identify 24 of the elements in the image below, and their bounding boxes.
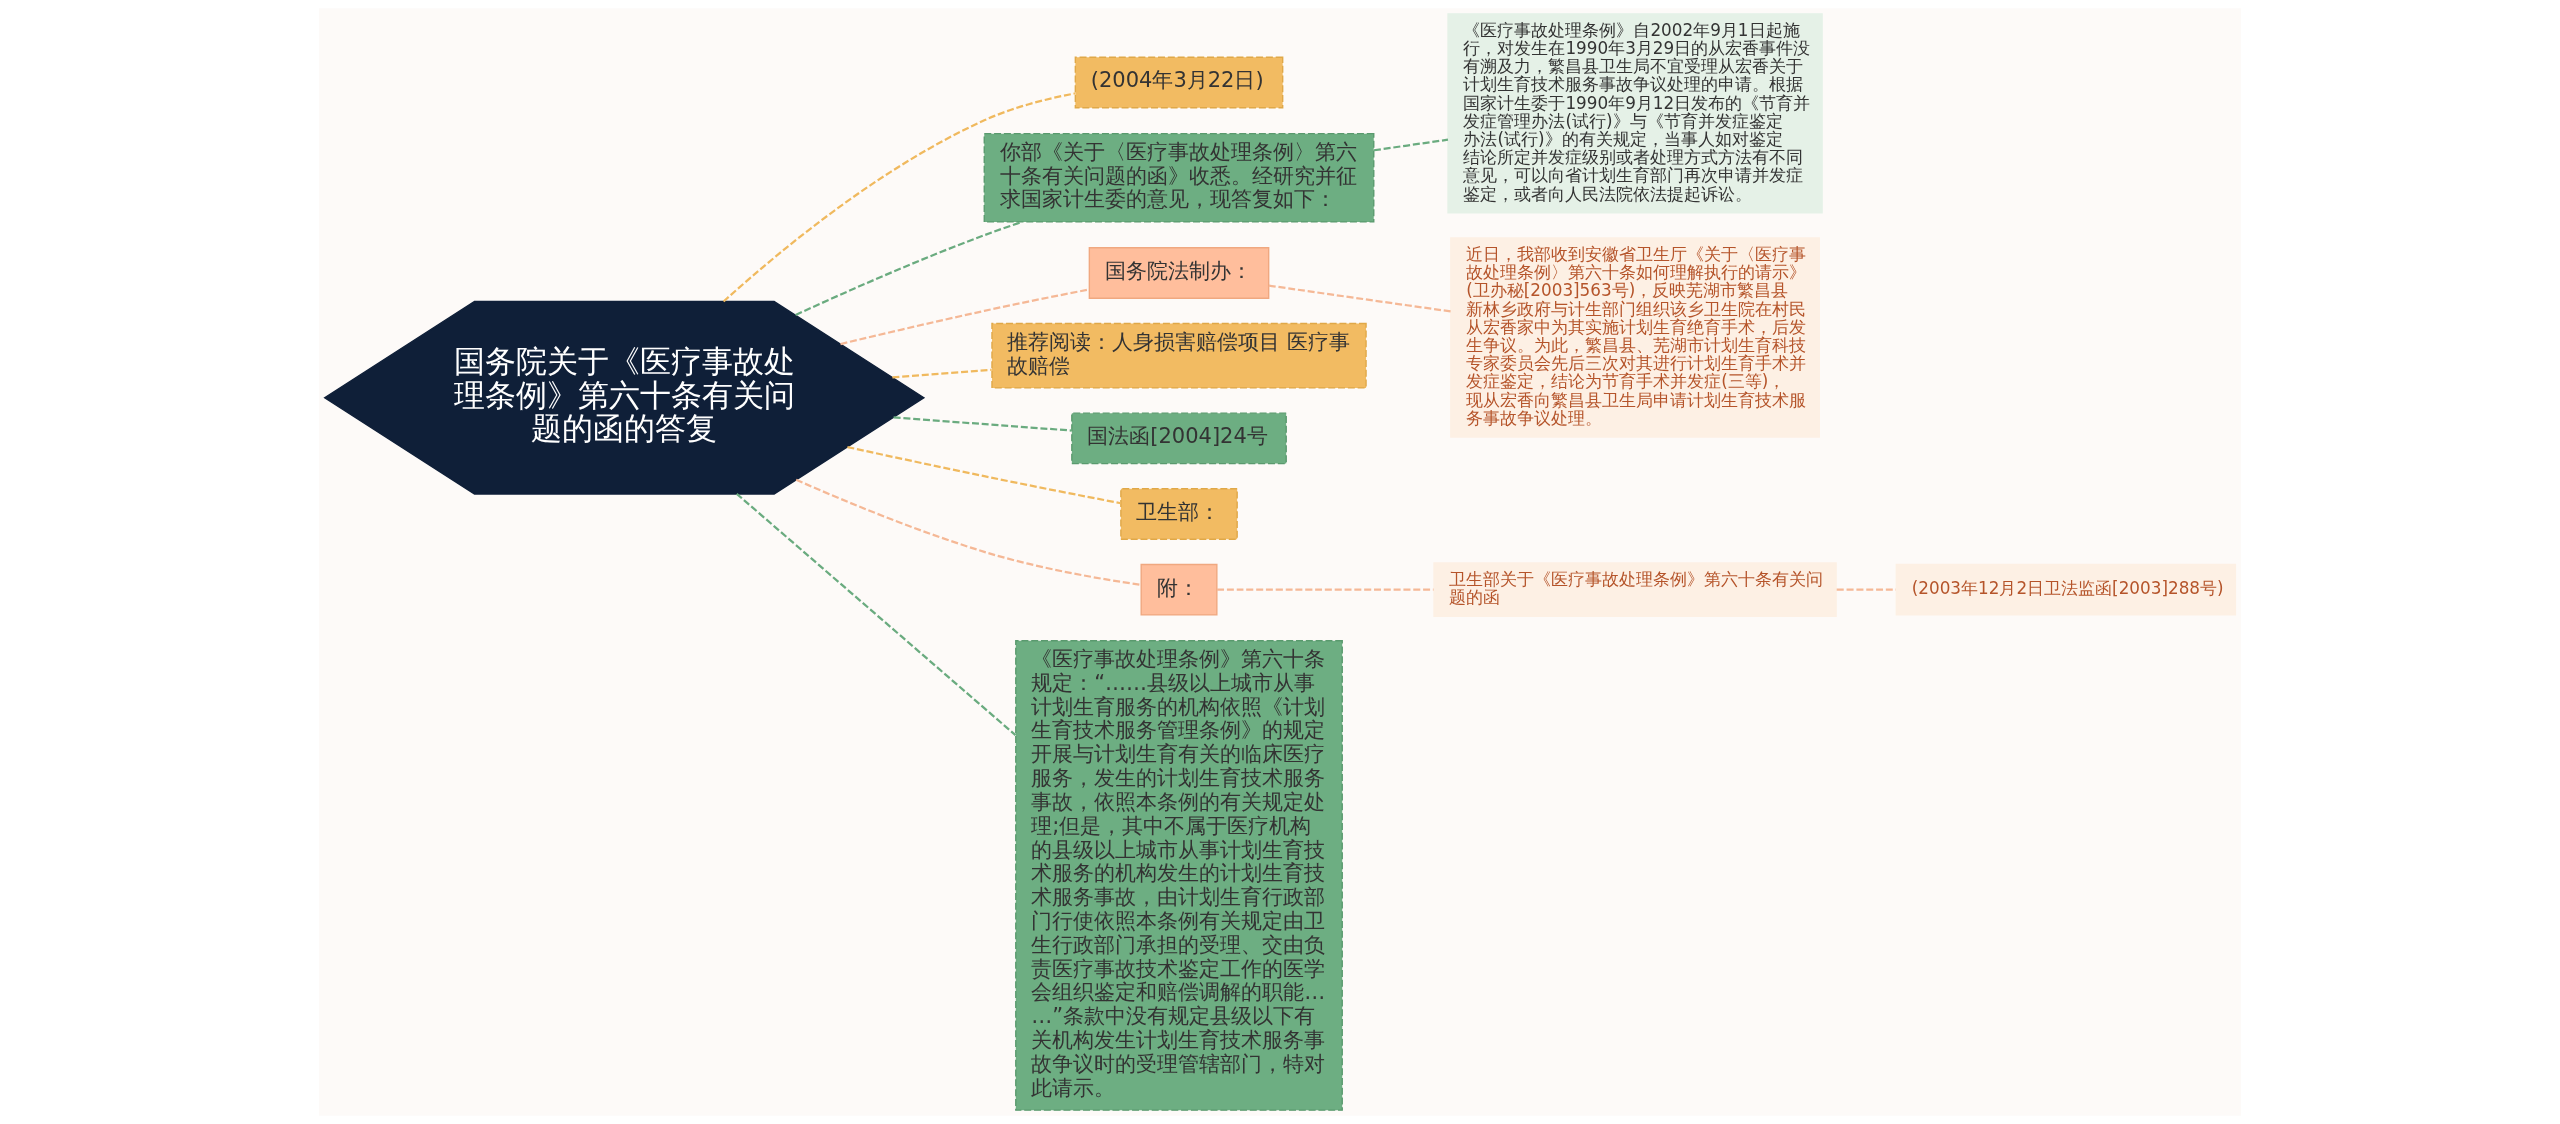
node-box: 国法函[2004]24号 [1071, 412, 1287, 465]
node-box: 《医疗事故处理条例》自2002年9月1日起施行，对发生在1990年3月29日的从宏香事件没有溯及力，繁昌县卫生局不宜受理从宏香关于计划生育技术服务事故争议处理的申请。根据国家计生委于1990年9月12日发布的《节育并发症管理办法(试行)》与《节育并发症鉴定办法(试行)》的有关规定，当事人如对鉴定结论所定并发症级别或者处理方式方法有不同意见，可以向省计划生育部门再次申请并发症鉴定，或者向人民法院依法提起诉讼。 [1447, 13, 1823, 214]
connector [893, 416, 1072, 432]
connector [847, 445, 1122, 505]
node-box: 近日，我部收到安徽省卫生厅《关于〈医疗事故处理条例〉第六十条如何理解执行的请示》(卫办秘[2003]563号)，反映芜湖市繁昌县新林乡政府与计生部门组织该乡卫生院在村民从宏香家中为其实施计划生育绝育手术，后发生争议。为此，繁昌县、芜湖市计划生育科技专家委员会先后三次对其进行计划生育手术并发症鉴定，结论为节育手术并发症(三等)，现从宏香向繁昌县卫生局申请计划生育技术服务事故争议处理。 [1450, 237, 1820, 438]
node-box: 附： [1140, 563, 1218, 616]
node-box: 卫生部： [1120, 488, 1238, 540]
connector [840, 288, 1090, 346]
node-box: 国务院法制办： [1088, 247, 1270, 299]
node-box: 卫生部关于《医疗事故处理条例》第六十条有关问题的函 [1433, 562, 1837, 617]
connector [795, 478, 1142, 586]
connector [892, 368, 992, 379]
node-box: (2004年3月22日) [1074, 56, 1284, 109]
connector [1836, 588, 1896, 591]
node-box: 你部《关于〈医疗事故处理条例〉第六十条有关问题的函》收悉。经研究并征求国家计生委的意见，现答复如下： [983, 132, 1375, 223]
connector [722, 92, 1076, 303]
connector [1217, 588, 1434, 591]
connector [795, 220, 1023, 316]
connector [736, 493, 1017, 736]
node-box: (2003年12月2日卫法监函[2003]288号) [1895, 563, 2237, 616]
connector [1373, 138, 1449, 152]
node-box: 《医疗事故处理条例》第六十条规定：“……县级以上城市从事计划生育服务的机构依照《计划生育技术服务管理条例》的规定开展与计划生育有关的临床医疗服务，发生的计划生育技术服务事故，依照本条例的有关规定处理;但是，其中不属于医疗机构的县级以上城市从事计划生育技术服务的机构发生的计划生育技术服务事故，由计划生育行政部门行使依照本条例有关规定由卫生行政部门承担的受理、交由负责医疗事故技术鉴定工作的医学会组织鉴定和赔偿调解的职能……”条款中没有规定县级以下有关机构发生计划生育技术服务事故争议时的受理管辖部门，特对此请示。 [1015, 640, 1343, 1111]
connector [1268, 284, 1451, 313]
node-box: 推荐阅读：人身损害赔偿项目 医疗事故赔偿 [991, 322, 1367, 389]
